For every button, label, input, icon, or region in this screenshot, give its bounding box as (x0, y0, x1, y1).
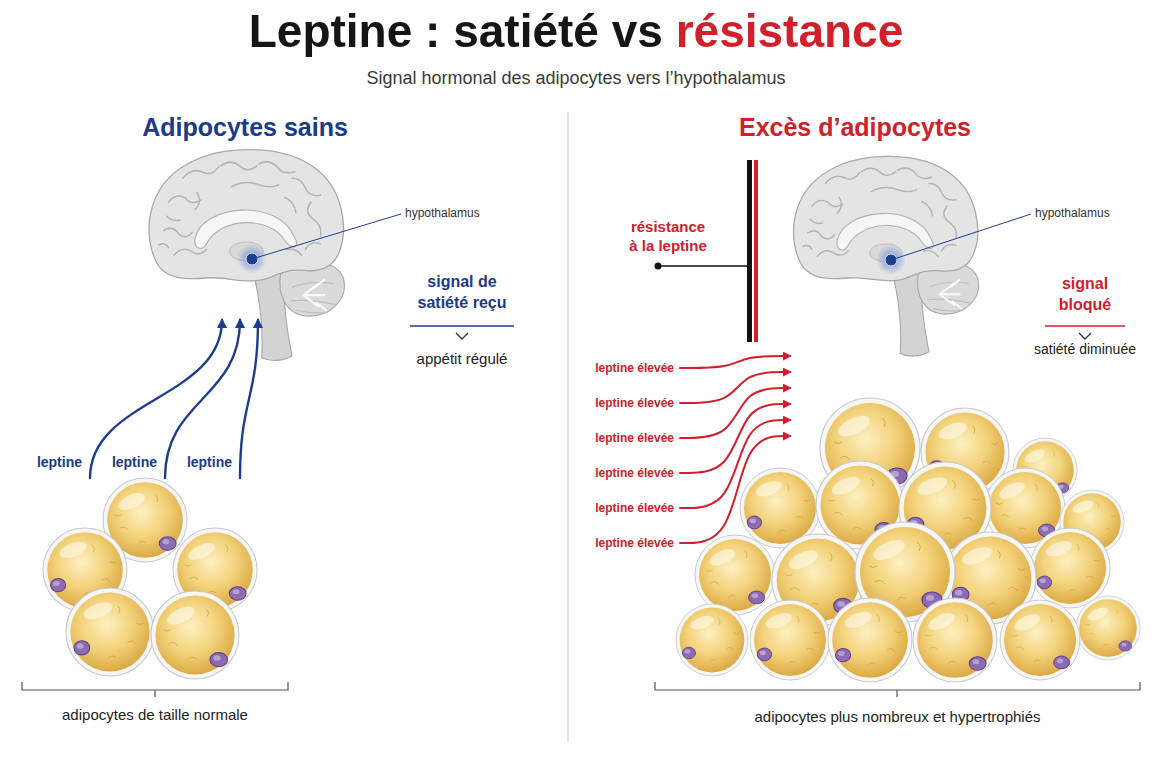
adipocyte (1000, 600, 1080, 680)
status-label: signal de satiété reçu (402, 272, 522, 314)
part-label: hypothalamus (1035, 206, 1110, 220)
panel-heading: Adipocytes sains (142, 112, 348, 142)
adipocyte (750, 600, 830, 680)
subtitle: Signal hormonal des adipocytes vers l’hy… (366, 68, 785, 90)
bracket-label: adipocytes de taille normale (22, 706, 288, 724)
hormone-label: leptine (37, 454, 82, 471)
adipocyte (913, 598, 997, 682)
adipocyte-group (43, 478, 257, 679)
brain-illustration (149, 150, 344, 361)
hormone-label: leptine (112, 454, 157, 471)
adipocyte (1076, 596, 1140, 660)
hormone-label: leptine élevée (595, 396, 674, 410)
adipocyte (66, 588, 154, 676)
signal-arrow (680, 356, 790, 368)
signal-arrow (680, 404, 790, 473)
part-label: hypothalamus (405, 206, 480, 220)
adipocyte-cluster: adipocytes plus nombreux et hypertrophié… (680, 360, 1142, 732)
barrier-bar (747, 160, 752, 342)
hormone-label: leptine élevée (595, 466, 674, 480)
signal-arrow (165, 320, 240, 478)
adipocyte (828, 598, 912, 682)
outcome-label: satiété diminuée (1034, 341, 1136, 358)
hormone-label: leptine élevée (595, 536, 674, 550)
adipocyte-group (676, 398, 1140, 682)
hormone-label: leptine élevée (595, 501, 674, 515)
adipocyte-cluster: adipocytes de taille normale (22, 478, 288, 730)
brain-figure: hypothalamus (790, 150, 985, 440)
panel-divider (567, 112, 568, 742)
barrier-pointer (658, 265, 747, 267)
signal-arrow (240, 320, 258, 478)
adipocyte (676, 604, 748, 676)
resistance-barrier: résistance à la leptine (745, 160, 760, 342)
bracket (22, 682, 288, 697)
status-underline (410, 325, 514, 327)
signal-arrow (680, 436, 790, 543)
status-label: signal bloqué (1045, 274, 1125, 316)
status-underline (1045, 325, 1125, 327)
bracket-label: adipocytes plus nombreux et hypertrophié… (655, 708, 1140, 726)
leader-line (252, 214, 401, 259)
main-title: Leptine : satiété vs résistance (249, 4, 904, 59)
chevron (456, 333, 468, 339)
barrier-bar (754, 160, 758, 342)
barrier-pointer-dot (655, 263, 662, 270)
panel-heading: Excès d’adipocytes (739, 112, 971, 142)
brain-figure: hypothalamus (140, 145, 350, 320)
barrier-label: résistance à la leptine (626, 218, 710, 256)
outcome-label: appétit régulé (417, 350, 508, 368)
bracket (655, 682, 1140, 697)
hormone-label: leptine élevée (595, 361, 674, 375)
signal-arrow (680, 388, 790, 438)
adipocyte (151, 591, 239, 679)
chevron (1079, 333, 1091, 339)
leader-line (891, 214, 1031, 260)
adipocyte (1030, 528, 1110, 608)
hormone-label: leptine (187, 454, 232, 471)
brain-illustration (794, 156, 979, 356)
adipocyte (695, 535, 775, 615)
hormone-label: leptine élevée (595, 431, 674, 445)
